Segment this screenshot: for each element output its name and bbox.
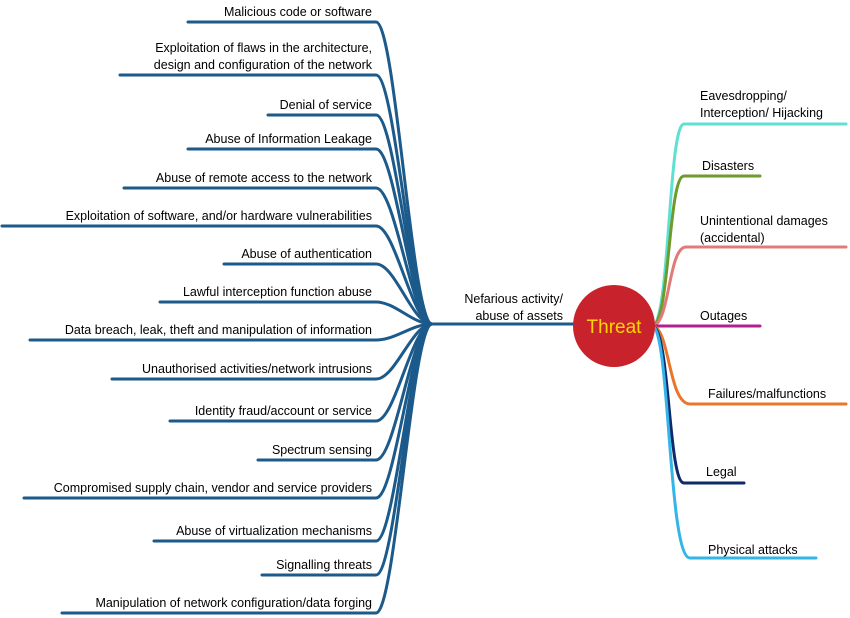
threat-abuse-of-virtualization-mechanisms: Abuse of virtualization mechanisms [152, 322, 434, 543]
category-unintentional-damages-accidental-label: Unintentional damages [700, 214, 828, 228]
threat-data-breach-leak-theft-and-manipulation--label: Data breach, leak, theft and manipulatio… [65, 323, 372, 337]
threat-abuse-of-information-leakage-label: Abuse of Information Leakage [205, 132, 372, 146]
threat-identity-fraud-account-or-service-label: Identity fraud/account or service [195, 404, 372, 418]
threat-abuse-of-virtualization-mechanisms-connector [152, 322, 434, 543]
threat-abuse-of-virtualization-mechanisms-label: Abuse of virtualization mechanisms [176, 524, 372, 538]
threat-exploitation-of-software-and-or-hardware: Exploitation of software, and/or hardwar… [0, 209, 434, 326]
threat-exploitation-of-flaws-in-the-architectur-label: design and configuration of the network [154, 58, 373, 72]
threat-node: Threat [573, 285, 655, 367]
threat-abuse-of-authentication: Abuse of authentication [222, 247, 434, 326]
category-legal-label: Legal [706, 465, 737, 479]
category-disasters-label: Disasters [702, 159, 754, 173]
threat-manipulation-of-network-configuration-da-label: Manipulation of network configuration/da… [95, 596, 372, 610]
threat-exploitation-of-software-and-or-hardware-connector [0, 224, 434, 326]
category-failures-malfunctions: Failures/malfunctions [650, 324, 848, 406]
category-disasters-connector [650, 174, 762, 328]
threat-spectrum-sensing-label: Spectrum sensing [272, 443, 372, 457]
category-unintentional-damages-accidental: Unintentional damages (accidental) [650, 214, 848, 328]
threat-manipulation-of-network-configuration-da-connector [60, 322, 434, 615]
threat-data-breach-leak-theft-and-manipulation-: Data breach, leak, theft and manipulatio… [28, 322, 434, 342]
threat-label: Threat [587, 317, 643, 338]
threat-signalling-threats-label: Signalling threats [276, 558, 372, 572]
threat-exploitation-of-flaws-in-the-architectur: Exploitation of flaws in the architectur… [118, 41, 434, 326]
category-disasters: Disasters [650, 159, 762, 328]
category-unintentional-damages-accidental-connector [650, 245, 848, 328]
threat-denial-of-service-label: Denial of service [280, 98, 372, 112]
threat-exploitation-of-flaws-in-the-architectur-label: Exploitation of flaws in the architectur… [155, 41, 372, 55]
category-failures-malfunctions-label: Failures/malfunctions [708, 387, 826, 401]
nefarious-activity-branch: Nefarious activity/abuse of assets [432, 292, 578, 326]
category-eavesdropping-interception-hijacking-label: Eavesdropping/ [700, 89, 787, 103]
threat-exploitation-of-software-and-or-hardware-label: Exploitation of software, and/or hardwar… [66, 209, 372, 223]
category-physical-attacks-connector [650, 324, 818, 560]
category-physical-attacks-label: Physical attacks [708, 543, 798, 557]
category-unintentional-damages-accidental-label: (accidental) [700, 231, 765, 245]
threat-category-branches: Eavesdropping/Interception/ HijackingDis… [650, 89, 848, 560]
category-eavesdropping-interception-hijacking-label: Interception/ Hijacking [700, 106, 823, 120]
threat-malicious-code-or-software-label: Malicious code or software [224, 5, 372, 19]
threat-lawful-interception-function-abuse: Lawful interception function abuse [158, 285, 434, 326]
threat-circle [573, 285, 655, 367]
category-outages-label: Outages [700, 309, 747, 323]
threat-manipulation-of-network-configuration-da: Manipulation of network configuration/da… [60, 322, 434, 615]
threat-lawful-interception-function-abuse-connector [158, 300, 434, 326]
threat-compromised-supply-chain-vendor-and-serv-label: Compromised supply chain, vendor and ser… [54, 481, 372, 495]
threat-abuse-of-remote-access-to-the-network-label: Abuse of remote access to the network [156, 171, 373, 185]
threat-abuse-of-authentication-connector [222, 262, 434, 326]
nefarious-activity-label: abuse of assets [475, 309, 563, 323]
threat-unauthorised-activities-network-intrusio-label: Unauthorised activities/network intrusio… [142, 362, 372, 376]
category-physical-attacks: Physical attacks [650, 324, 818, 560]
nefarious-activity-label: Nefarious activity/ [464, 292, 563, 306]
threat-lawful-interception-function-abuse-label: Lawful interception function abuse [183, 285, 372, 299]
category-outages: Outages [650, 309, 762, 328]
threat-abuse-of-authentication-label: Abuse of authentication [241, 247, 372, 261]
category-eavesdropping-interception-hijacking: Eavesdropping/Interception/ Hijacking [650, 89, 848, 328]
